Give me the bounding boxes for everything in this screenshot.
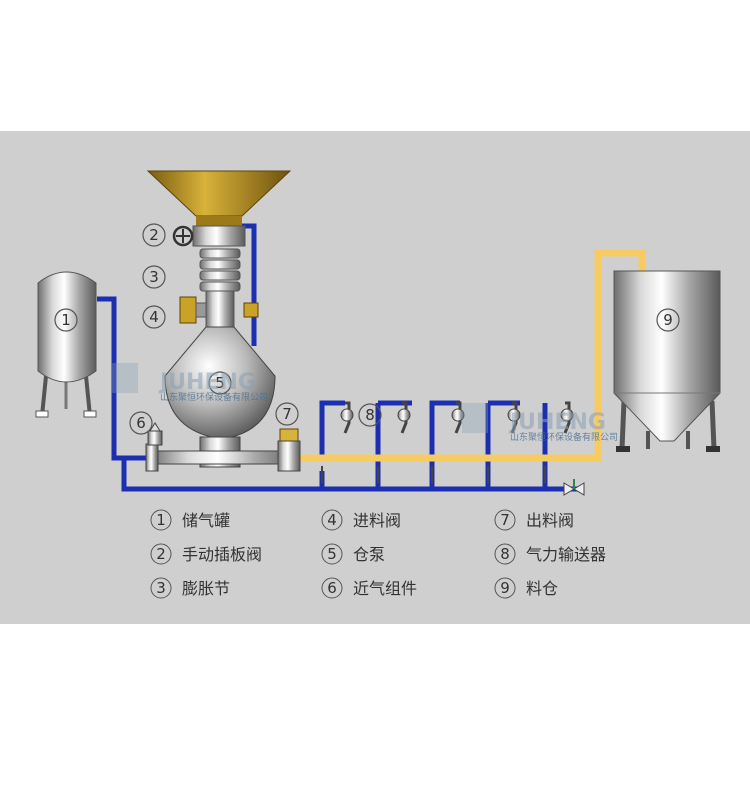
callout-4: 4 [142, 305, 166, 329]
callout-6: 6 [129, 411, 153, 435]
svg-text:储气罐: 储气罐 [182, 511, 230, 530]
svg-text:7: 7 [500, 511, 510, 529]
callout-8: 8 [358, 403, 382, 427]
legend-item-1: 1 储气罐 [150, 509, 230, 531]
legend-item-9: 9 料仓 [494, 577, 558, 599]
svg-text:山东聚恒环保设备有限公司: 山东聚恒环保设备有限公司 [510, 431, 618, 443]
svg-text:9: 9 [663, 311, 673, 329]
svg-text:8: 8 [500, 545, 510, 563]
svg-text:8: 8 [365, 406, 375, 424]
booster-unit [507, 401, 521, 434]
svg-text:5: 5 [215, 374, 225, 392]
svg-text:山东聚恒环保设备有限公司: 山东聚恒环保设备有限公司 [160, 391, 268, 403]
svg-text:气力输送器: 气力输送器 [526, 545, 606, 564]
svg-text:3: 3 [156, 579, 166, 597]
booster-unit [397, 401, 411, 434]
legend-item-8: 8 气力输送器 [494, 543, 606, 565]
svg-text:料仓: 料仓 [526, 579, 558, 598]
legend-item-3: 3 膨胀节 [150, 577, 230, 599]
watermark-left: JUHENG 山东聚恒环保设备有限公司 [112, 363, 268, 403]
booster-unit [560, 401, 574, 434]
svg-text:手动插板阀: 手动插板阀 [182, 545, 262, 564]
booster-unit [340, 401, 354, 434]
svg-text:4: 4 [149, 308, 159, 326]
svg-text:7: 7 [282, 405, 292, 423]
svg-text:6: 6 [327, 579, 337, 597]
legend: 1 储气罐 2 手动插板阀 3 膨胀节 4 进料阀 5 仓泵 6 近气组件 [150, 509, 606, 599]
svg-text:JUHENG: JUHENG [158, 370, 256, 395]
svg-text:1: 1 [156, 511, 166, 529]
watermark-right: JUHENG 山东聚恒环保设备有限公司 [462, 403, 618, 443]
booster-unit [451, 401, 465, 434]
air-pipeline [97, 223, 580, 492]
callout-3: 3 [142, 265, 166, 289]
callout-2: 2 [142, 223, 166, 247]
diagram-canvas: 1 2 3 4 5 6 7 8 9 JUHENG 山东聚恒环保设备有限公司 JU… [35, 170, 721, 599]
svg-text:近气组件: 近气组件 [353, 579, 417, 598]
discharge-line [145, 443, 301, 472]
legend-item-2: 2 手动插板阀 [150, 543, 262, 565]
air-storage-tank [35, 271, 97, 418]
svg-text:出料阀: 出料阀 [526, 511, 574, 530]
manual-slide-gate-valve [172, 225, 246, 247]
discharge-valve [277, 428, 301, 472]
svg-text:4: 4 [327, 511, 337, 529]
expansion-joint [199, 248, 241, 292]
callout-1: 1 [54, 308, 78, 332]
legend-item-6: 6 近气组件 [321, 577, 417, 599]
svg-text:9: 9 [500, 579, 510, 597]
svg-text:JUHENG: JUHENG [508, 410, 606, 435]
svg-text:膨胀节: 膨胀节 [182, 579, 230, 598]
svg-text:3: 3 [149, 268, 159, 286]
feed-valve [179, 290, 259, 328]
air-end-valve [563, 479, 585, 496]
svg-text:6: 6 [136, 414, 146, 432]
pneumatic-boosters [321, 401, 574, 483]
svg-text:5: 5 [327, 545, 337, 563]
callout-9: 9 [656, 308, 680, 332]
legend-item-4: 4 进料阀 [321, 509, 401, 531]
svg-text:2: 2 [149, 226, 159, 244]
callout-7: 7 [275, 402, 299, 426]
callout-5: 5 [208, 371, 232, 395]
svg-text:1: 1 [61, 311, 71, 329]
svg-text:仓泵: 仓泵 [353, 545, 385, 564]
legend-item-5: 5 仓泵 [321, 543, 385, 565]
storage-silo [613, 270, 721, 452]
air-inlet-assembly [147, 422, 163, 446]
material-pipeline [300, 249, 646, 462]
legend-item-7: 7 出料阀 [494, 509, 574, 531]
feed-hopper [146, 170, 292, 226]
svg-text:2: 2 [156, 545, 166, 563]
svg-text:进料阀: 进料阀 [353, 511, 401, 530]
process-diagram: 1 2 3 4 5 6 7 8 9 JUHENG 山东聚恒环保设备有限公司 JU… [0, 131, 750, 624]
